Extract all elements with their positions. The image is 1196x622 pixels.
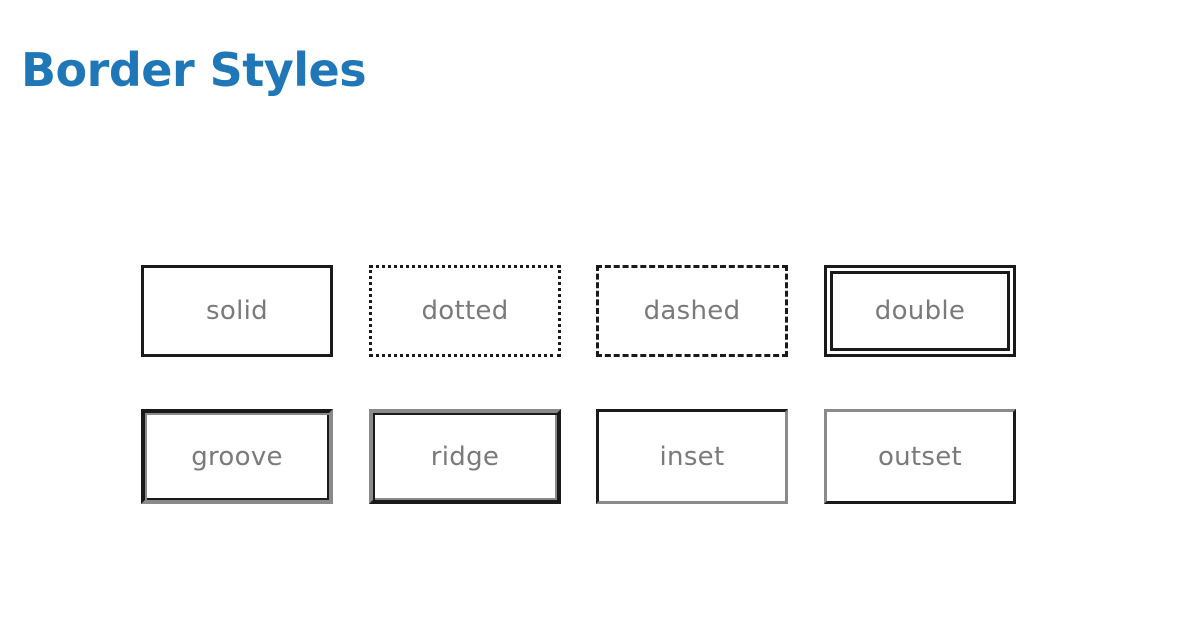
border-sample-ridge: ridge [369,409,561,504]
border-sample-label: dashed [643,296,741,326]
page-title: Border Styles [21,43,367,97]
border-sample-label: inset [659,441,725,472]
border-sample-solid: solid [141,265,333,357]
border-sample-double: double [824,265,1016,357]
border-sample-outset: outset [824,409,1016,504]
border-sample-groove: groove [141,409,333,504]
border-sample-dashed: dashed [596,265,788,357]
border-sample-dotted: dotted [369,265,561,357]
border-sample-label: groove [191,441,283,472]
border-sample-label: ridge [430,441,500,472]
border-sample-label: dotted [421,296,509,326]
border-sample-label: solid [206,296,268,326]
border-sample-label: outset [877,441,963,472]
border-sample-label: double [874,296,966,326]
border-sample-inset: inset [596,409,788,504]
